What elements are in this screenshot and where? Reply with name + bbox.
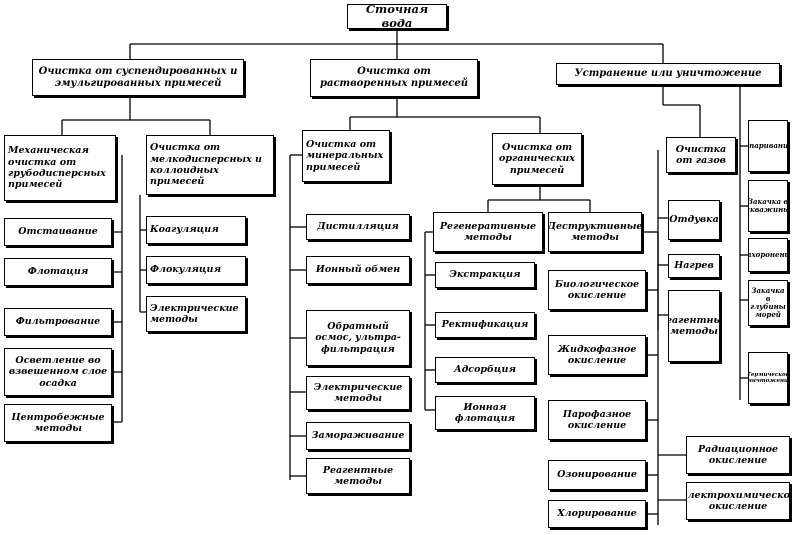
method-biological-oxidation: Биологическое окисление (548, 270, 646, 310)
dissolved-impurities-node: Очистка от растворенных примесей (310, 59, 478, 97)
mineral-impurities-node: Очистка от минеральных примесей (302, 130, 390, 182)
root-wastewater: Сточная вода (347, 4, 447, 29)
organic-impurities-node: Очистка от органических примесей (492, 133, 582, 185)
method-clarification: Осветление во взвешенном слое осадка (4, 348, 112, 396)
method-flocculation: Флокуляция (146, 256, 246, 284)
method-electric-colloid: Электрические методы (146, 296, 246, 332)
method-liquid-phase-oxidation: Жидкофазное окисление (548, 335, 646, 375)
suspended-impurities-node: Очистка от суспендированных и эмульгиров… (32, 59, 244, 96)
method-vapor-phase-oxidation: Парофазное окисление (548, 400, 646, 440)
method-adsorption: Адсорбция (435, 357, 535, 383)
method-ion-flotation: Ионная флотация (435, 396, 535, 430)
method-electric-mineral: Электрические методы (306, 376, 410, 410)
method-reverse-osmosis: Обратный осмос, ультра-фильтрация (306, 310, 410, 366)
colloid-cleaning-node: Очистка от мелкодисперсных и коллоидных … (146, 135, 274, 195)
elimination-node: Устранение или уничтожение (556, 63, 780, 85)
method-filtration: Фильтрование (4, 308, 112, 336)
method-evaporation: Упаривание (748, 120, 788, 172)
method-sea-injection: Закачка в глубины морей (748, 280, 788, 326)
method-settling: Отстаивание (4, 218, 112, 246)
method-reagent-gas: Реагентные методы (668, 290, 720, 362)
method-radiation-oxidation: Радиационное окисление (686, 436, 790, 474)
method-reagent-mineral: Реагентные методы (306, 458, 410, 494)
method-stripping: Отдувка (668, 200, 720, 240)
mechanical-cleaning-node: Механическая очистка от грубодисперсных … (4, 135, 116, 201)
method-heating: Нагрев (668, 254, 720, 278)
method-well-injection: Закачка в скважины (748, 180, 788, 232)
method-coagulation: Коагуляция (146, 216, 246, 244)
method-ion-exchange: Ионный обмен (306, 256, 410, 284)
method-freezing: Замораживание (306, 422, 410, 450)
method-distillation: Дистилляция (306, 214, 410, 240)
method-flotation: Флотация (4, 258, 112, 286)
method-extraction: Экстракция (435, 262, 535, 288)
method-ozonation: Озонирование (548, 460, 646, 490)
method-chlorination: Хлорирование (548, 500, 646, 528)
method-burial: Захоронение (748, 238, 788, 272)
gas-cleaning-node: Очистка от газов (666, 137, 736, 173)
method-thermal-destruction: Термическое уничтожение (748, 352, 788, 404)
method-rectification: Ректификация (435, 312, 535, 338)
regenerative-methods-node: Регенеративные методы (433, 212, 543, 252)
method-centrifugal: Центробежные методы (4, 404, 112, 442)
method-electrochemical-oxidation: Электрохимическое окисление (686, 482, 790, 520)
destructive-methods-node: Деструктивные методы (548, 212, 642, 252)
